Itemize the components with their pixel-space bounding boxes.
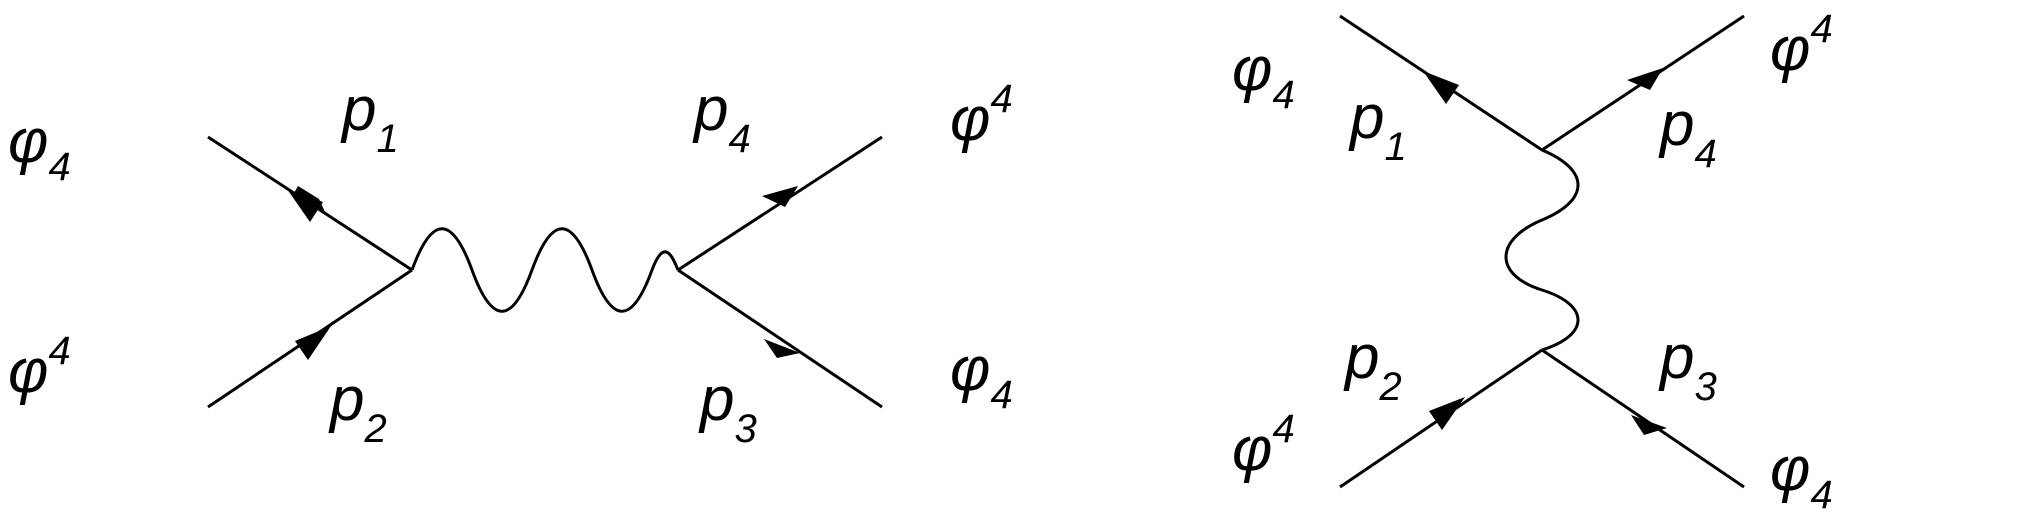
momentum-p1: p1 — [340, 75, 399, 161]
momentum-p1: p1 — [1348, 83, 1407, 169]
diagram-t-channel: φ4 φ4 φ4 φ4 p1 p2 p4 p3 — [1232, 7, 1833, 517]
field-bottom-left: φ4 — [1232, 407, 1295, 484]
photon-propagator — [410, 227, 680, 313]
arrow-p4-icon — [762, 186, 798, 207]
field-bottom-right: φ4 — [1770, 435, 1833, 517]
arrow-p1-icon — [1423, 71, 1459, 104]
momentum-p3: p3 — [1658, 323, 1717, 409]
field-top-left: φ4 — [1232, 35, 1295, 117]
line-p3 — [1541, 348, 1745, 489]
arrow-p1-icon-head — [287, 189, 323, 222]
momentum-p2: p2 — [328, 365, 387, 451]
arrow-p4-icon — [1627, 68, 1663, 90]
field-top-left: φ4 — [8, 107, 71, 189]
line-p3 — [677, 268, 883, 409]
momentum-p4: p4 — [692, 75, 751, 161]
momentum-p3: p3 — [698, 365, 757, 451]
arrow-p3-icon — [1631, 415, 1667, 435]
momentum-p4: p4 — [1658, 90, 1717, 176]
diagram-s-channel: φ4 φ4 φ4 φ4 p1 p2 p4 p3 — [8, 75, 1013, 451]
field-bottom-right: φ4 — [950, 335, 1013, 417]
photon-propagator — [1504, 148, 1580, 352]
arrow-p3-icon — [764, 339, 800, 358]
field-top-right: φ4 — [950, 77, 1013, 154]
arrow-p2-icon — [295, 326, 331, 360]
field-bottom-left: φ4 — [8, 329, 71, 406]
momentum-p2: p2 — [1343, 323, 1402, 409]
field-top-right: φ4 — [1770, 7, 1833, 84]
arrow-p2-icon — [1429, 397, 1465, 430]
